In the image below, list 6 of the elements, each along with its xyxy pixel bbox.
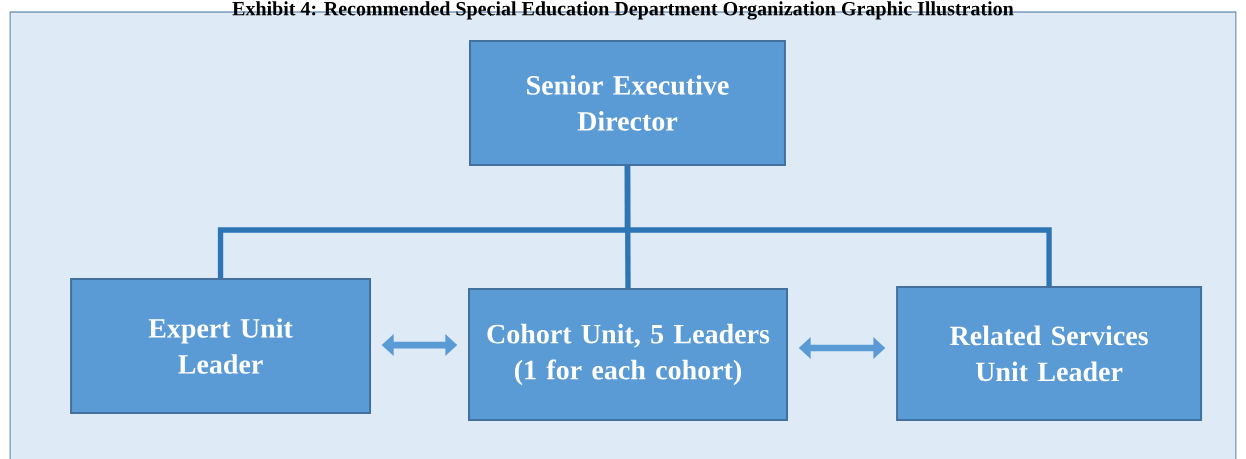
unit-box: Cohort Unit, 5 Leaders (1 for each cohort) <box>468 288 788 422</box>
unit-box: Related Services Unit Leader <box>896 285 1203 422</box>
unit-box: Senior Executive Director <box>469 39 786 166</box>
connector-line <box>624 165 1052 286</box>
unit-box: Expert Unit Leader <box>70 278 371 415</box>
title: Exhibit 4: Recommended Special Education Department Organization Graphic Illustration <box>232 1 1014 20</box>
